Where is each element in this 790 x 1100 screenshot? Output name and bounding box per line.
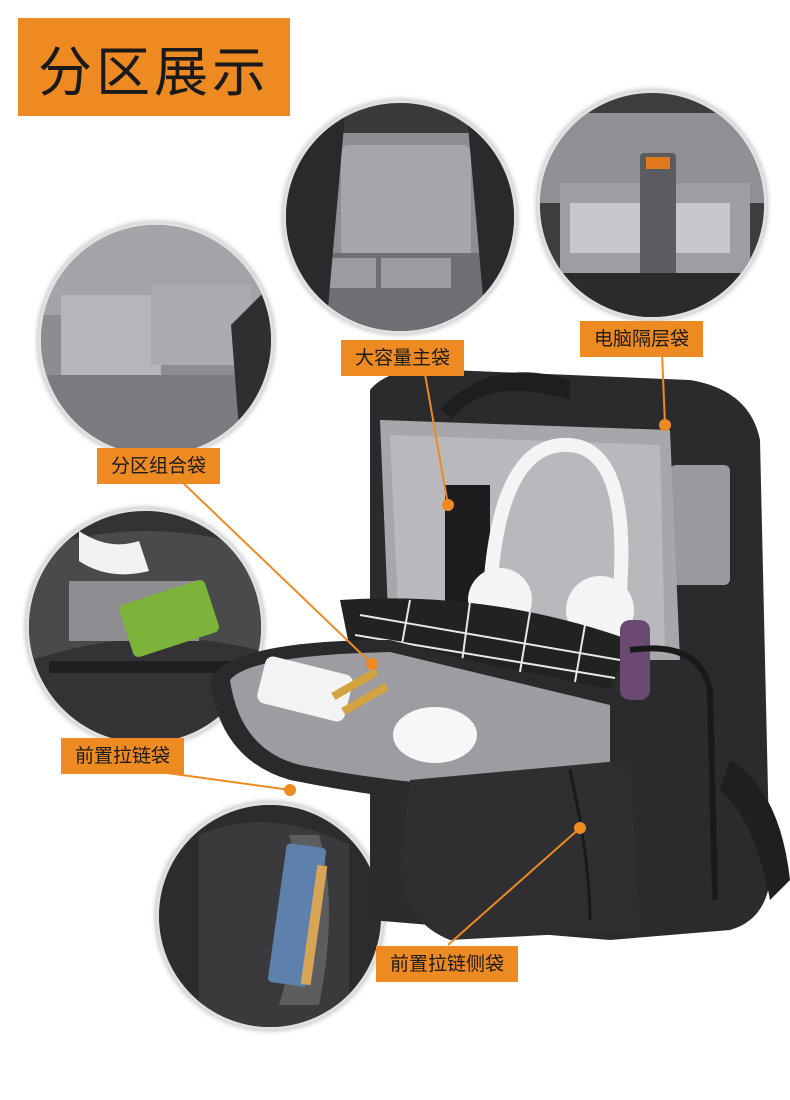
label-large-main-pocket-text: 大容量主袋 — [355, 347, 451, 369]
label-laptop-compartment-text: 电脑隔层袋 — [594, 328, 690, 350]
main-compartment-illustration — [286, 103, 514, 331]
side-pocket-illustration — [159, 805, 381, 1027]
detail-circle-side-pocket — [156, 802, 384, 1030]
backpack-illustration — [210, 369, 790, 941]
laptop-compartment-illustration — [540, 93, 764, 317]
backpack-main-image — [190, 360, 790, 1100]
label-zoned-organizer-pocket: 分区组合袋 — [97, 448, 221, 484]
label-front-zip-side-pocket: 前置拉链侧袋 — [376, 946, 519, 982]
label-front-zip-pocket-text: 前置拉链袋 — [75, 745, 171, 767]
section-title: 分区展示 — [38, 40, 270, 104]
section-title-box: 分区展示 — [18, 18, 290, 116]
label-large-main-pocket: 大容量主袋 — [341, 340, 465, 376]
label-front-zip-pocket: 前置拉链袋 — [61, 738, 185, 774]
label-front-zip-side-pocket-text: 前置拉链侧袋 — [390, 953, 505, 975]
detail-circle-main-compartment — [283, 100, 517, 334]
label-laptop-compartment: 电脑隔层袋 — [580, 321, 704, 357]
detail-circle-laptop-compartment — [537, 90, 767, 320]
label-zoned-organizer-pocket-text: 分区组合袋 — [111, 455, 207, 477]
